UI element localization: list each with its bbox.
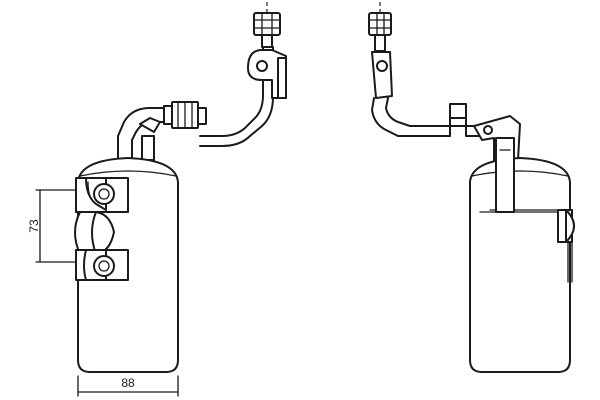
left-pipe-coupling <box>163 101 207 129</box>
right-internal-tube <box>495 137 515 213</box>
right-can-body <box>469 157 571 373</box>
left-pipe-bracket <box>247 49 287 99</box>
left-view: 73 88 <box>27 2 287 397</box>
right-fitting-nut <box>368 2 392 36</box>
width-dimension-label: 88 <box>121 376 135 390</box>
height-dimension-label: 73 <box>27 219 41 233</box>
right-side-clamp <box>557 209 575 283</box>
height-dimension: 73 <box>27 189 77 263</box>
left-clamp-lower <box>75 249 129 281</box>
right-pipe-coupling <box>449 103 481 137</box>
right-view <box>368 2 575 373</box>
left-clamp-upper <box>75 177 129 213</box>
left-fitting-nut <box>253 2 281 36</box>
width-dimension: 88 <box>77 375 179 397</box>
left-pipe-lower <box>117 107 165 161</box>
right-pipe-upper <box>371 34 451 137</box>
left-pipe-upper <box>199 34 274 147</box>
